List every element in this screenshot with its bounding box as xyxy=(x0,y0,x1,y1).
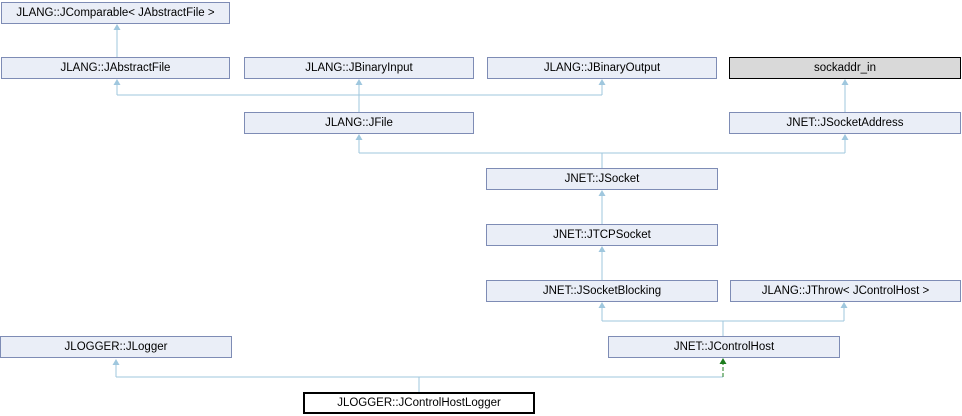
edge-jcontrolhost-to-parents xyxy=(601,308,845,336)
edge-jcontrolhost-to-parents-arrowhead xyxy=(598,302,606,308)
class-node-jabstractfile[interactable]: JLANG::JAbstractFile xyxy=(1,57,230,79)
edge-jsocket-to-parents-arrowhead xyxy=(841,134,849,140)
edge-jsocket-to-parents xyxy=(358,140,846,168)
edge-jfile-to-parents xyxy=(116,85,603,112)
edge-jcontrolhost-to-parents-arrowhead xyxy=(840,302,848,308)
class-node-jbinaryinput[interactable]: JLANG::JBinaryInput xyxy=(244,57,474,79)
edge-jfile-to-parents-arrowhead xyxy=(113,79,121,85)
edge-jcontrolhostlogger-to-jcontrolhost-arrowhead xyxy=(719,358,727,364)
class-node-jtcpsocket[interactable]: JNET::JTCPSocket xyxy=(486,224,718,246)
class-node-jcomparable[interactable]: JLANG::JComparable< JAbstractFile > xyxy=(1,2,230,24)
class-node-jcontrolhost[interactable]: JNET::JControlHost xyxy=(608,336,840,358)
edge-jfile-to-parents-arrowhead xyxy=(355,79,363,85)
edge-jcontrolhostlogger-to-jlogger-arrowhead xyxy=(112,359,120,365)
edge-jabstractfile-to-jcomparable-arrowhead xyxy=(113,24,121,30)
edge-jsocketblocking-to-jtcpsocket-arrowhead xyxy=(598,246,606,252)
class-node-jlogger[interactable]: JLOGGER::JLogger xyxy=(0,336,232,358)
class-node-jthrow[interactable]: JLANG::JThrow< JControlHost > xyxy=(730,280,961,302)
edge-jsocket-to-parents-arrowhead xyxy=(355,134,363,140)
class-node-jsocketblocking[interactable]: JNET::JSocketBlocking xyxy=(486,280,718,302)
class-node-jfile[interactable]: JLANG::JFile xyxy=(244,112,474,134)
edge-jfile-to-parents-arrowhead xyxy=(598,79,606,85)
class-node-jbinaryoutput[interactable]: JLANG::JBinaryOutput xyxy=(487,57,717,79)
class-node-jcontrolhostlogger: JLOGGER::JControlHostLogger xyxy=(303,392,535,414)
class-node-jsocketaddress[interactable]: JNET::JSocketAddress xyxy=(729,112,961,134)
class-node-jsocket[interactable]: JNET::JSocket xyxy=(486,168,718,190)
edge-jsocketaddress-to-sockaddr-in-arrowhead xyxy=(841,79,849,85)
edge-jcontrolhostlogger-to-jlogger xyxy=(115,365,723,392)
class-node-sockaddr-in[interactable]: sockaddr_in xyxy=(729,57,961,79)
edge-jtcpsocket-to-jsocket-arrowhead xyxy=(598,190,606,196)
